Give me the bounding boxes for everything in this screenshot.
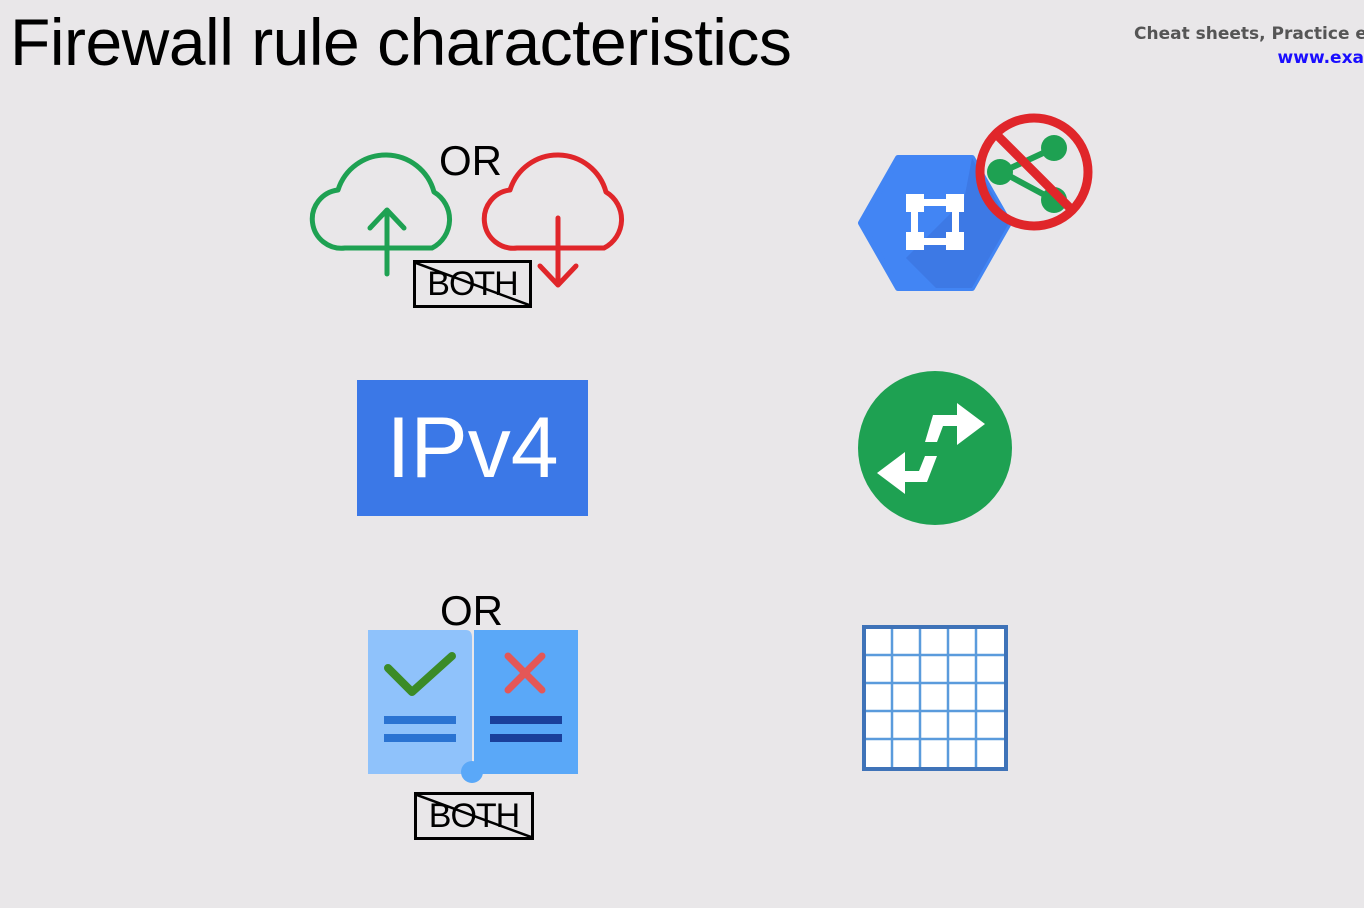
share-icon [987, 135, 1067, 213]
no-sharing-icon [975, 113, 1093, 231]
allow-deny-book-icon [368, 630, 578, 783]
direction-or-label: OR [439, 137, 502, 184]
strike-through-line [416, 263, 529, 305]
deny-x-icon [504, 652, 546, 694]
action-or-label: OR [440, 587, 503, 634]
ipv4-badge: IPv4 [357, 380, 588, 516]
strike-through-line [417, 795, 531, 837]
brand-watermark: Cheat sheets, Practice ex www.exa [1134, 22, 1364, 70]
brand-url: www.exa [1277, 48, 1364, 68]
direction-both-crossed: BOTH [413, 260, 532, 308]
action-both-crossed: BOTH [414, 792, 534, 840]
slide-title: Firewall rule characteristics [10, 5, 792, 79]
grid-table-icon [862, 625, 1008, 771]
brand-tagline: Cheat sheets, Practice ex [1134, 24, 1364, 44]
cloud-download-icon [481, 152, 625, 288]
bidirectional-arrows-icon [858, 371, 1012, 525]
cloud-upload-icon [309, 152, 453, 277]
allow-check-icon [384, 652, 456, 696]
